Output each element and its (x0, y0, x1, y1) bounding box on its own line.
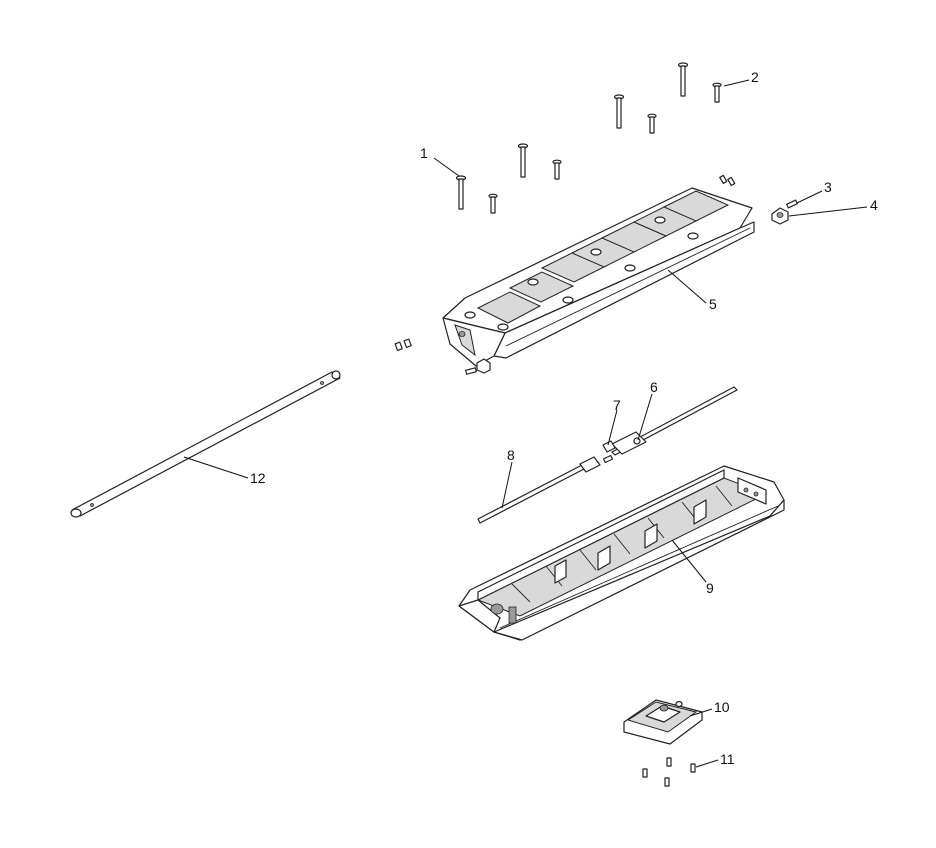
callout-8: 8 (507, 447, 515, 463)
callout-2: 2 (751, 69, 759, 85)
callout-9: 9 (706, 580, 714, 596)
callouts: 1 2 3 4 5 6 7 8 9 10 11 12 (250, 69, 878, 767)
leader-lines (183, 79, 868, 768)
callout-6: 6 (650, 379, 658, 395)
screw-group-top (455, 62, 722, 214)
callout-1: 1 (420, 145, 428, 161)
seat-base (458, 465, 785, 641)
callout-7: 7 (613, 397, 621, 413)
callout-3: 3 (824, 179, 832, 195)
callout-12: 12 (250, 470, 266, 486)
latch-assembly (623, 699, 703, 745)
small-hardware-left (394, 338, 491, 375)
nut-part (771, 207, 789, 225)
callout-10: 10 (714, 699, 730, 715)
release-rod (477, 454, 614, 524)
pin-part (786, 199, 798, 209)
small-screws (642, 757, 696, 787)
small-pins (719, 174, 736, 187)
latch-rod (611, 386, 738, 456)
seat-top (442, 187, 755, 367)
long-rod (70, 370, 341, 518)
callout-5: 5 (709, 296, 717, 312)
callout-11: 11 (720, 751, 735, 767)
callout-4: 4 (870, 197, 878, 213)
